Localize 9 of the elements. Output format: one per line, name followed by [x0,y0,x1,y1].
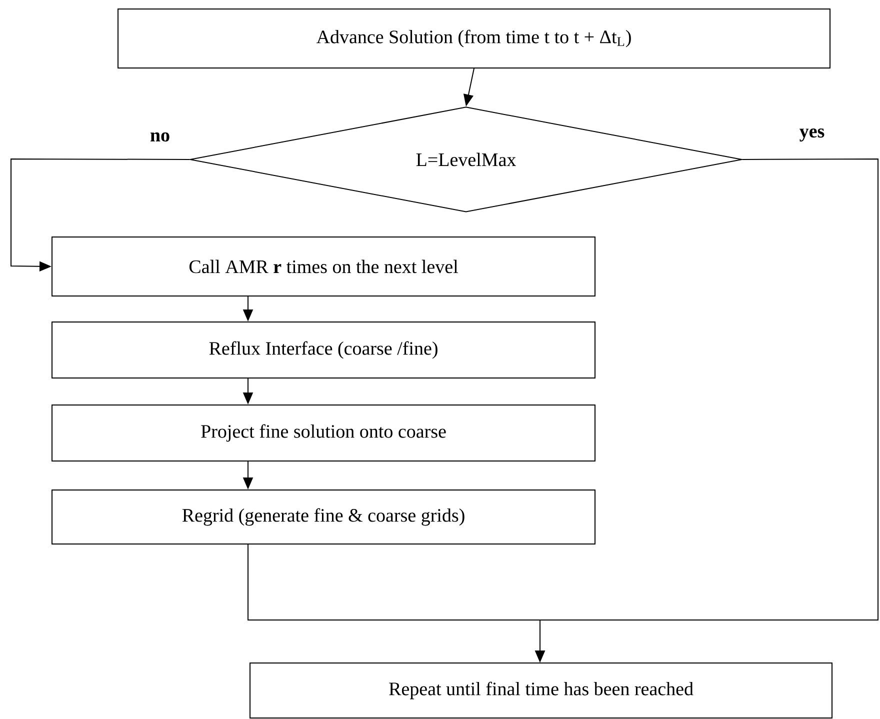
process-box: Repeat until final time has been reached [250,662,832,718]
process-box: Advance Solution (from time t to t + Δt$_{L}$) [118,8,830,68]
edge-label: no [150,132,170,142]
edge-label: yes [800,128,824,142]
process-box: Regrid (generate fine & coarse grids) [52,489,596,544]
process-box: Call AMR r times on the next level [52,236,596,296]
arrow [10,158,190,272]
process-box: Reflux Interface (coarse /fine) [52,321,596,378]
process-box: Project fine solution onto coarse [52,404,596,462]
